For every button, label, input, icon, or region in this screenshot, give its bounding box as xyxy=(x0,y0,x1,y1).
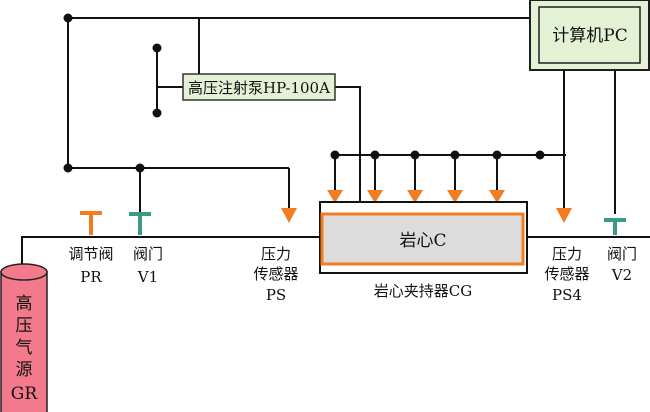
pressure-sensor-ps-label-2: 传感器 xyxy=(253,265,298,283)
core-label: 岩心C xyxy=(399,231,446,251)
regulator-valve-icon xyxy=(80,211,102,235)
gas-source-char-4: 源 xyxy=(16,360,33,380)
dot-icon xyxy=(152,108,162,118)
pressure-sensor-ps4-label-1: 压力 xyxy=(552,245,582,263)
valve-v1-label: 阀门 xyxy=(133,245,163,263)
pressure-sensor-ps-code: PS xyxy=(266,286,286,304)
core-sample xyxy=(320,212,525,266)
valve-v1-icon xyxy=(129,212,151,235)
valve-v2-code: V2 xyxy=(611,266,632,284)
valve-v2-icon xyxy=(604,218,626,235)
pipeline xyxy=(21,236,650,264)
dot-icon xyxy=(410,150,420,160)
dot-icon xyxy=(535,150,545,160)
gas-source-char-1: 高 xyxy=(16,294,33,314)
gas-source-char-5: GR xyxy=(11,384,39,404)
pressure-sensor-ps-icon xyxy=(281,208,297,223)
cylinder-body xyxy=(0,271,48,412)
dot-icon xyxy=(450,150,460,160)
down-arrow-icon xyxy=(407,190,423,203)
pressure-sensor-ps4-label-2: 传感器 xyxy=(544,265,589,283)
cylinder-top xyxy=(0,263,48,281)
pressure-sensor-ps4-icon xyxy=(556,208,572,223)
valve-v1-code: V1 xyxy=(137,268,158,286)
dot-icon xyxy=(330,150,340,160)
down-arrow-icon xyxy=(327,190,343,203)
gas-source-char-2: 压 xyxy=(16,316,33,336)
down-arrow-icon xyxy=(447,190,463,203)
computer-box xyxy=(529,0,650,71)
dot-icon xyxy=(135,163,145,173)
valve-v2-label: 阀门 xyxy=(607,245,637,263)
junction-dots xyxy=(63,13,545,173)
down-arrow-icon xyxy=(367,190,383,203)
dot-icon xyxy=(492,150,502,160)
pressure-sensor-ps-label-1: 压力 xyxy=(261,245,291,263)
holder-arrows xyxy=(327,190,505,203)
down-arrow-icon xyxy=(489,190,505,203)
computer-label: 计算机PC xyxy=(552,26,627,46)
gas-cylinder-icon xyxy=(0,263,48,412)
regulator-valve-label: 调节阀 xyxy=(68,245,113,263)
dot-icon xyxy=(152,43,162,53)
dot-icon xyxy=(370,150,380,160)
gas-source-char-3: 气 xyxy=(16,338,33,358)
pump-box xyxy=(182,73,336,101)
pressure-sensor-ps4-code: PS4 xyxy=(552,286,582,304)
regulator-valve-code: PR xyxy=(80,268,102,286)
dot-icon xyxy=(63,163,73,173)
core-holder-label: 岩心夹持器CG xyxy=(374,282,472,300)
pump-label: 高压注射泵HP-100A xyxy=(188,79,330,97)
dot-icon xyxy=(63,13,73,23)
